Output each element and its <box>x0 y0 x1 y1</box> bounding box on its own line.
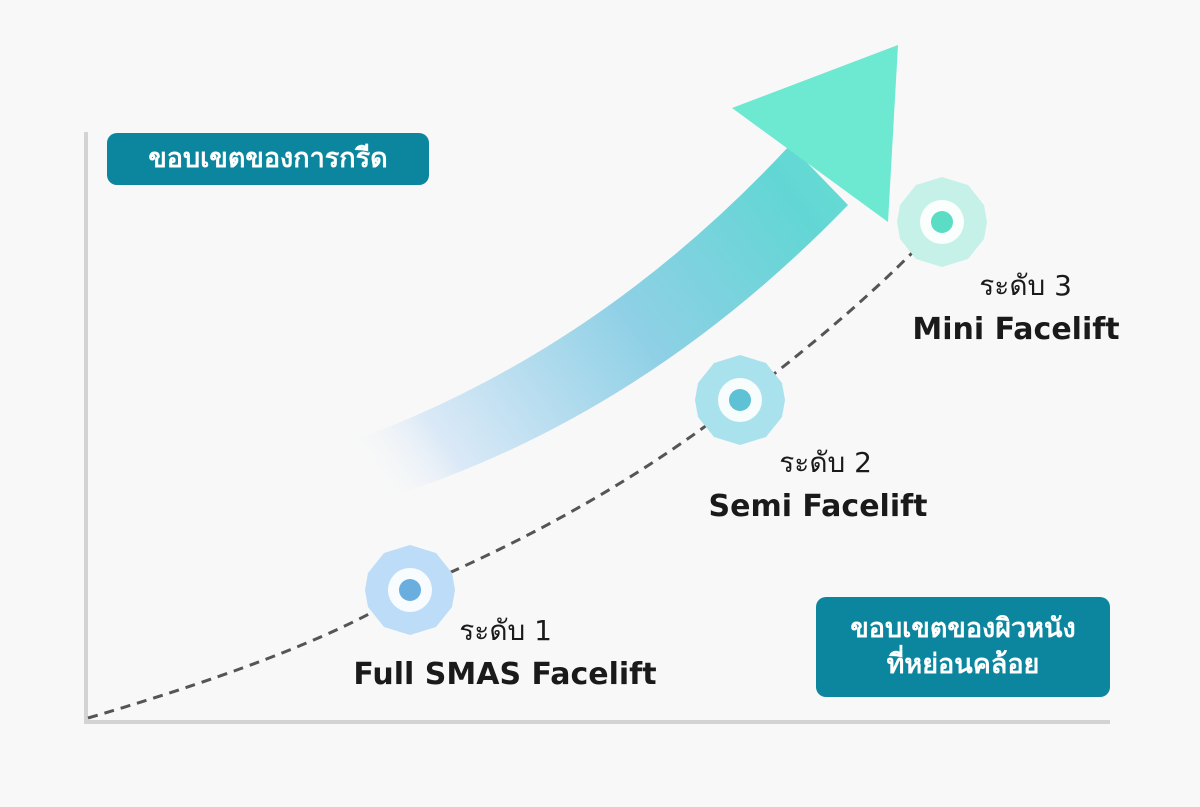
x-axis-label-line2: ที่หย่อนคล้อย <box>886 649 1040 680</box>
level-1-label: ระดับ 1 Full SMAS Facelift <box>330 609 680 692</box>
level-2-label: ระดับ 2 Semi Facelift <box>700 441 936 524</box>
level-2-marker <box>695 355 785 445</box>
level-3-name: Mini Facelift <box>912 312 1120 347</box>
level-2-name: Semi Facelift <box>708 489 928 524</box>
x-axis-label-line1: ขอบเขตของผิวหนัง <box>850 612 1076 644</box>
level-3-number: ระดับ 3 <box>979 269 1072 302</box>
level-1-marker <box>365 545 455 635</box>
y-axis-badge: ขอบเขตของการกรีด <box>107 133 429 185</box>
level-2-number: ระดับ 2 <box>779 446 872 479</box>
trend-up-arrow-icon <box>355 45 898 500</box>
level-1-name: Full SMAS Facelift <box>353 657 657 692</box>
level-3-marker <box>897 177 987 267</box>
dashed-trend-curve <box>87 220 944 720</box>
level-1-number: ระดับ 1 <box>459 614 552 647</box>
y-axis-label: ขอบเขตของการกรีด <box>148 142 388 174</box>
x-axis-badge: ขอบเขตของผิวหนัง ที่หย่อนคล้อย <box>816 597 1110 697</box>
level-3-label: ระดับ 3 Mini Facelift <box>900 264 1132 347</box>
